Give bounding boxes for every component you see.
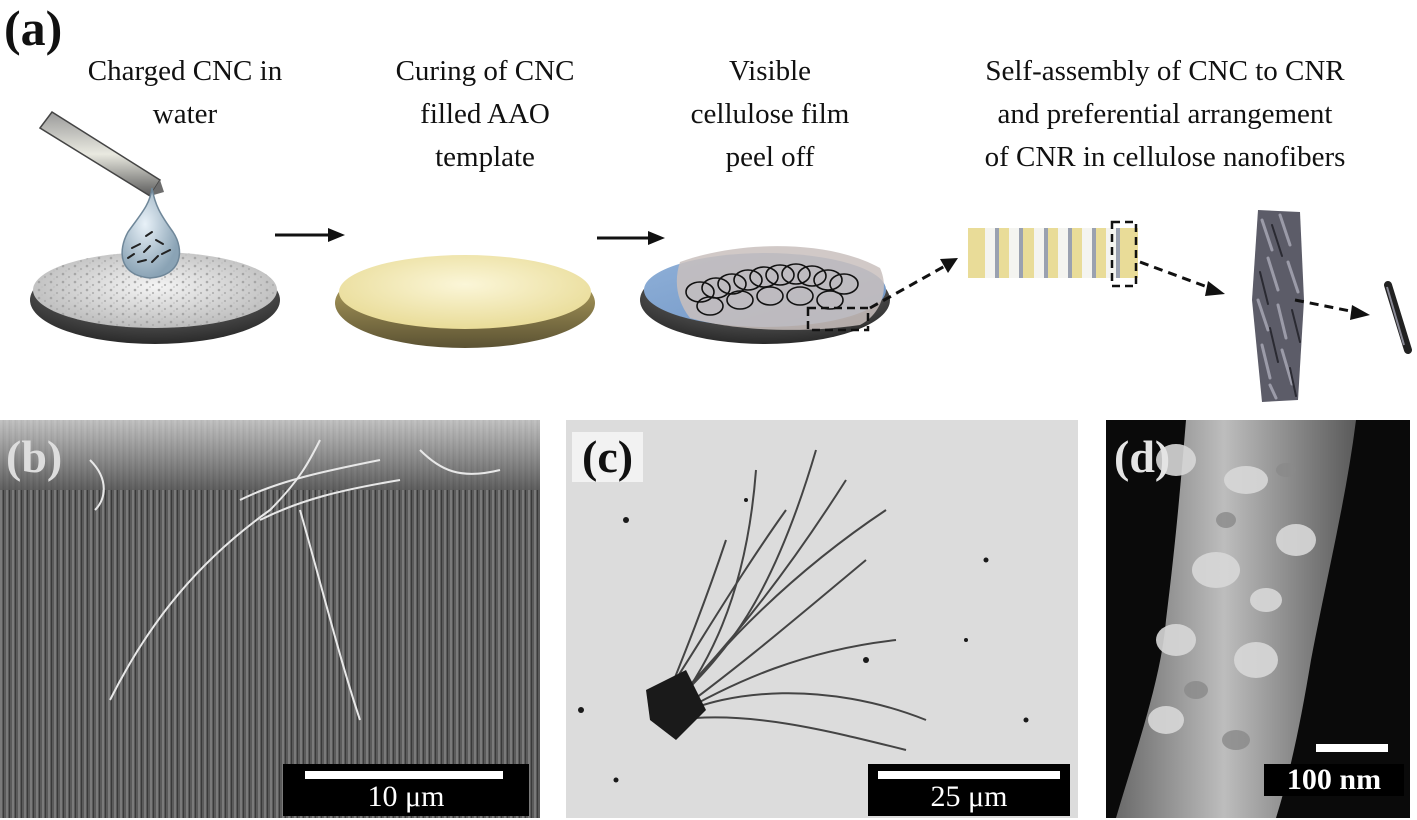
step-4-line-1: Self-assembly of CNC to CNR	[985, 55, 1345, 87]
dashed-arrow-2-icon	[1139, 260, 1225, 296]
step-4-caption: Self-assembly of CNC to CNR and preferen…	[915, 50, 1415, 179]
step-2-line-1: Curing of CNC	[395, 55, 575, 87]
panel-d-scale-label: 100 nm	[1264, 764, 1404, 796]
panel-a-label: (a)	[4, 0, 63, 56]
panel-b-sem-image: (b) 10 μm	[0, 420, 540, 818]
step-3-line-2: cellulose film	[690, 98, 850, 130]
dish-cellulose-film	[640, 246, 890, 344]
arrow-1-icon	[275, 228, 345, 242]
panel-c-scale-label: 25 μm	[930, 780, 1008, 813]
panel-c-label: (c)	[572, 432, 644, 482]
dashed-arrow-3-icon	[1294, 298, 1370, 320]
dashed-arrow-1-icon	[869, 258, 958, 310]
pipette-icon	[38, 110, 164, 198]
step-2-caption: Curing of CNC filled AAO template	[345, 50, 625, 179]
panel-d-label: (d)	[1114, 431, 1171, 482]
panel-c-scale-box: 25 μm	[868, 764, 1070, 816]
step-4-line-3: of CNR in cellulose nanofibers	[984, 141, 1346, 173]
panel-c-scale-bar	[878, 771, 1060, 779]
step-4-line-2: and preferential arrangement	[997, 98, 1333, 130]
step-2-line-3: template	[435, 141, 535, 173]
schematic-diagram	[30, 110, 1412, 402]
dish-cnc-water	[30, 252, 280, 344]
panel-d-scale-box: 100 nm	[1264, 742, 1404, 800]
step-3-line-1: Visible	[728, 55, 812, 87]
template-channels	[968, 220, 1138, 288]
nanofiber-coils	[685, 263, 859, 316]
panel-b-scale-box: 10 μm	[283, 764, 529, 816]
nanorod-icon	[1384, 281, 1412, 354]
panel-d-sem-image: (d) 100 nm	[1106, 420, 1410, 818]
arrow-2-icon	[597, 231, 665, 245]
dish-aao-template	[335, 255, 595, 348]
panel-b-scale-label: 10 μm	[367, 780, 445, 813]
droplet-icon	[121, 187, 181, 279]
step-3-line-3: peel off	[725, 141, 815, 173]
nanofiber-bundle	[1252, 210, 1304, 402]
panel-d-scale-bar	[1316, 744, 1388, 752]
step-1-line-1: Charged CNC in	[87, 55, 283, 87]
step-2-line-2: filled AAO	[420, 98, 550, 130]
panel-c-tem-image: (c) 25 μm	[566, 420, 1078, 818]
panel-b-label: (b)	[6, 431, 63, 482]
panel-b-scale-bar	[305, 771, 503, 779]
step-1-line-2: water	[152, 98, 218, 130]
step-1-caption: Charged CNC in water	[40, 50, 330, 136]
step-3-caption: Visible cellulose film peel off	[650, 50, 890, 179]
